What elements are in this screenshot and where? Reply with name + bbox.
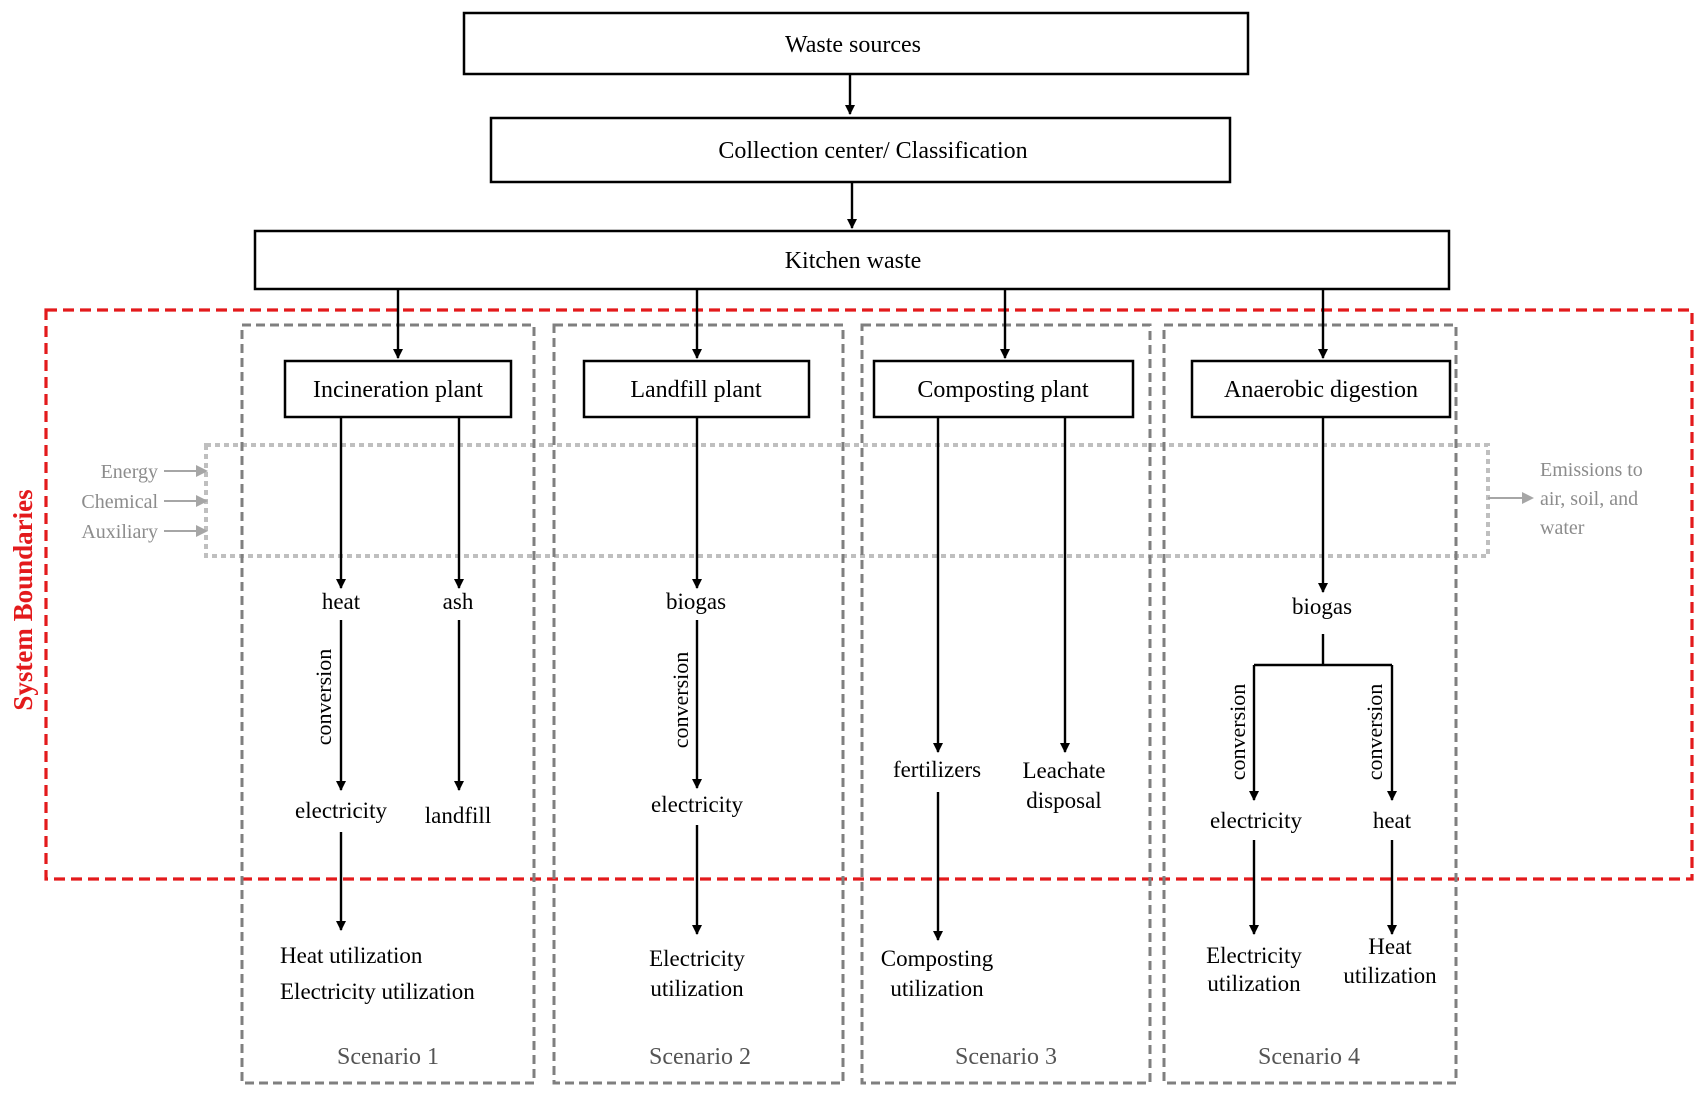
s4-electricity-label: electricity [1210,808,1302,833]
s3-fertilizers-label: fertilizers [893,757,981,782]
s2-electricity-label: electricity [651,792,743,817]
input-chemical-label: Chemical [81,491,158,513]
scenario-1-box [240,323,536,1085]
incineration-plant-label: Incineration plant [313,377,483,403]
waste-sources-box [462,11,1250,76]
s3-leachate-line-1: Leachate [1023,758,1106,783]
incineration-plant-box [283,359,513,419]
s4-electricity-utilization-line-1: Electricity [1206,943,1302,968]
s3-utilization-line-2: utilization [890,976,984,1001]
s4-heat-label: heat [1373,808,1412,833]
scenario-4-title: Scenario 4 [1258,1044,1360,1070]
emissions-line-2: air, soil, and [1540,488,1638,510]
anaerobic-digestion-box [1190,359,1452,419]
s1-conversion-label: conversion [311,649,336,746]
scenario-2-title: Scenario 2 [649,1044,751,1070]
landfill-plant-box [582,359,811,419]
input-energy-label: Energy [101,461,158,483]
waste-sources-label: Waste sources [785,32,921,58]
s2-utilization-line-2: utilization [650,976,744,1001]
s3-leachate-line-2: disposal [1026,788,1101,813]
s4-heat-utilization-line-1: Heat [1368,934,1412,959]
s1-heat-label: heat [322,589,361,614]
input-auxiliary-label: Auxiliary [81,521,158,543]
s4-conversion-right-label: conversion [1362,684,1387,781]
scenario-4-box [1162,323,1458,1085]
s1-heat-utilization-label: Heat utilization [280,943,423,968]
scenario-1-title: Scenario 1 [337,1044,439,1070]
s2-biogas-label: biogas [666,589,726,614]
collection-center-box [489,116,1232,184]
s1-electricity-utilization-label: Electricity utilization [280,979,475,1004]
s1-ash-label: ash [443,589,474,614]
s4-electricity-utilization-line-2: utilization [1207,971,1301,996]
system-boundary-box [44,308,1694,881]
s1-landfill-label: landfill [425,803,491,828]
s4-biogas-label: biogas [1292,594,1352,619]
anaerobic-digestion-label: Anaerobic digestion [1224,377,1418,403]
s4-conversion-left-label: conversion [1225,684,1250,781]
kitchen-waste-label: Kitchen waste [785,248,922,274]
scenario-2-box [552,323,845,1085]
kitchen-waste-box [253,229,1451,291]
collection-center-label: Collection center/ Classification [718,138,1027,164]
composting-plant-box [872,359,1135,419]
system-boundaries-label: System Boundaries [8,489,38,710]
s2-utilization-line-1: Electricity [649,946,745,971]
s4-heat-utilization-line-2: utilization [1343,963,1437,988]
emissions-line-1: Emissions to [1540,459,1643,481]
landfill-plant-label: Landfill plant [630,377,762,403]
composting-plant-label: Composting plant [917,377,1089,403]
s1-electricity-label: electricity [295,798,387,823]
scenario-3-title: Scenario 3 [955,1044,1057,1070]
inputs-outputs-band [204,443,1490,558]
emissions-line-3: water [1540,517,1585,539]
s2-conversion-label: conversion [668,652,693,749]
s3-utilization-line-1: Composting [881,946,994,971]
